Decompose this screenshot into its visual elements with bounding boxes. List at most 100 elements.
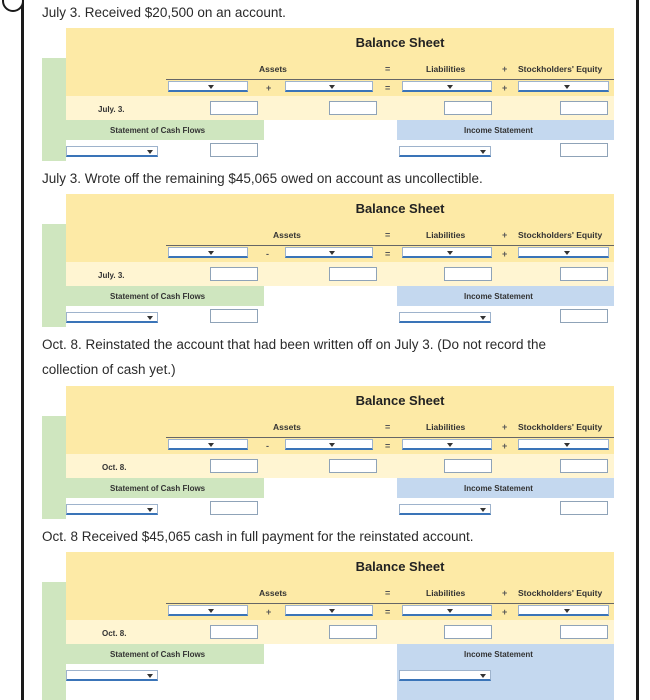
assets-account-dropdown-1[interactable] bbox=[168, 439, 248, 450]
income-statement-dropdown[interactable] bbox=[399, 504, 491, 515]
header-rule bbox=[166, 603, 614, 604]
equity-header: Stockholders' Equity bbox=[518, 230, 603, 240]
assets-account-dropdown-2[interactable] bbox=[285, 605, 373, 616]
chevron-down-icon bbox=[329, 609, 335, 613]
assets-header: Assets bbox=[259, 588, 287, 598]
equals-operator: = bbox=[385, 64, 391, 74]
equity-account-dropdown[interactable] bbox=[518, 605, 609, 616]
chevron-down-icon bbox=[447, 443, 453, 447]
assets-account-dropdown-2[interactable] bbox=[285, 81, 373, 92]
cash-flows-dropdown[interactable] bbox=[66, 504, 158, 515]
liabilities-amount-input[interactable] bbox=[444, 101, 492, 115]
income-statement-amount-input[interactable] bbox=[560, 501, 608, 515]
equity-header: Stockholders' Equity bbox=[518, 588, 603, 598]
row-operator-2: = bbox=[385, 607, 391, 617]
chevron-down-icon bbox=[480, 508, 486, 512]
transaction-date: Oct. 8. bbox=[102, 629, 127, 638]
liabilities-header: Liabilities bbox=[426, 64, 466, 74]
liabilities-header: Liabilities bbox=[426, 422, 466, 432]
cash-flows-band bbox=[66, 286, 264, 306]
row-operator-1: + bbox=[266, 83, 272, 93]
assets-account-dropdown-2[interactable] bbox=[285, 247, 373, 258]
liabilities-account-dropdown[interactable] bbox=[402, 605, 492, 616]
equity-amount-input[interactable] bbox=[560, 459, 608, 473]
assets-account-dropdown-1[interactable] bbox=[168, 247, 248, 258]
plus-operator: + bbox=[502, 588, 508, 598]
cash-flows-dropdown[interactable] bbox=[66, 146, 158, 157]
assets-account-dropdown-1[interactable] bbox=[168, 81, 248, 92]
assets-account-dropdown-2[interactable] bbox=[285, 439, 373, 450]
income-statement-label: Income Statement bbox=[464, 650, 533, 659]
window-left-border bbox=[0, 0, 24, 700]
green-side-strip bbox=[42, 224, 66, 327]
chevron-down-icon bbox=[563, 85, 570, 89]
assets-amount-input-1[interactable] bbox=[210, 459, 258, 473]
liabilities-account-dropdown[interactable] bbox=[402, 439, 492, 450]
chevron-down-icon bbox=[147, 508, 153, 512]
cash-flows-amount-input[interactable] bbox=[210, 501, 258, 515]
row-operator-1: + bbox=[266, 607, 272, 617]
green-side-strip bbox=[42, 582, 66, 700]
assets-amount-input-2[interactable] bbox=[329, 101, 377, 115]
balance-sheet-title: Balance Sheet bbox=[355, 559, 445, 574]
chevron-down-icon bbox=[329, 251, 335, 255]
chevron-down-icon bbox=[447, 251, 453, 255]
income-statement-dropdown[interactable] bbox=[399, 146, 491, 157]
income-statement-dropdown[interactable] bbox=[399, 312, 491, 323]
income-statement-amount-input[interactable] bbox=[560, 143, 608, 157]
transaction-date: Oct. 8. bbox=[102, 463, 127, 472]
assets-amount-input-1[interactable] bbox=[210, 101, 258, 115]
cash-flows-label: Statement of Cash Flows bbox=[110, 292, 206, 301]
assets-amount-input-2[interactable] bbox=[329, 459, 377, 473]
transaction-prompt-3: Oct. 8. Reinstated the account that had … bbox=[42, 337, 547, 377]
assets-header: Assets bbox=[273, 230, 301, 240]
transaction-prompt-4: Oct. 8 Received $45,065 cash in full pay… bbox=[42, 529, 474, 544]
row-operator-2: = bbox=[385, 249, 391, 259]
liabilities-account-dropdown[interactable] bbox=[402, 81, 492, 92]
income-statement-label: Income Statement bbox=[464, 292, 533, 301]
chevron-down-icon bbox=[208, 85, 214, 89]
assets-account-dropdown-1[interactable] bbox=[168, 605, 248, 616]
cash-flows-dropdown[interactable] bbox=[66, 670, 158, 681]
cash-flows-amount-input[interactable] bbox=[210, 143, 258, 157]
assets-amount-input-2[interactable] bbox=[329, 267, 377, 281]
assets-amount-input-2[interactable] bbox=[329, 625, 377, 639]
journal-block-4: Balance Sheet Assets = Liabilities + Sto… bbox=[42, 552, 614, 700]
assets-amount-input-1[interactable] bbox=[210, 267, 258, 281]
balance-sheet-title: Balance Sheet bbox=[355, 393, 445, 408]
liabilities-account-dropdown[interactable] bbox=[402, 247, 492, 258]
header-rule bbox=[166, 437, 614, 438]
cash-flows-band bbox=[66, 120, 264, 140]
liabilities-amount-input[interactable] bbox=[444, 625, 492, 639]
chevron-down-icon bbox=[563, 609, 570, 613]
chevron-down-icon bbox=[563, 443, 570, 447]
assets-amount-input-1[interactable] bbox=[210, 625, 258, 639]
income-statement-amount-input[interactable] bbox=[560, 309, 608, 323]
equity-account-dropdown[interactable] bbox=[518, 247, 609, 258]
chevron-down-icon bbox=[208, 443, 214, 447]
income-statement-band bbox=[397, 478, 614, 498]
chevron-down-icon bbox=[563, 251, 570, 255]
row-operator-2: = bbox=[385, 83, 391, 93]
cash-flows-amount-input[interactable] bbox=[210, 309, 258, 323]
liabilities-amount-input[interactable] bbox=[444, 459, 492, 473]
cash-flows-label: Statement of Cash Flows bbox=[110, 484, 206, 493]
equity-amount-input[interactable] bbox=[560, 625, 608, 639]
chevron-down-icon bbox=[480, 150, 486, 154]
equity-amount-input[interactable] bbox=[560, 101, 608, 115]
liabilities-amount-input[interactable] bbox=[444, 267, 492, 281]
balance-sheet-title: Balance Sheet bbox=[355, 201, 445, 216]
equity-account-dropdown[interactable] bbox=[518, 81, 609, 92]
plus-operator: + bbox=[502, 230, 508, 240]
equity-header: Stockholders' Equity bbox=[518, 422, 603, 432]
equity-amount-input[interactable] bbox=[560, 267, 608, 281]
cash-flows-dropdown[interactable] bbox=[66, 312, 158, 323]
equity-account-dropdown[interactable] bbox=[518, 439, 609, 450]
transaction-prompt-1: July 3. Received $20,500 on an account. bbox=[42, 5, 286, 20]
equals-operator: = bbox=[385, 422, 391, 432]
cash-flows-band bbox=[66, 644, 264, 664]
row-operator-2: = bbox=[385, 441, 391, 451]
chevron-down-icon bbox=[208, 251, 214, 255]
income-statement-dropdown[interactable] bbox=[399, 670, 491, 681]
journal-block-2: Balance Sheet Assets = Liabilities + Sto… bbox=[42, 194, 614, 330]
